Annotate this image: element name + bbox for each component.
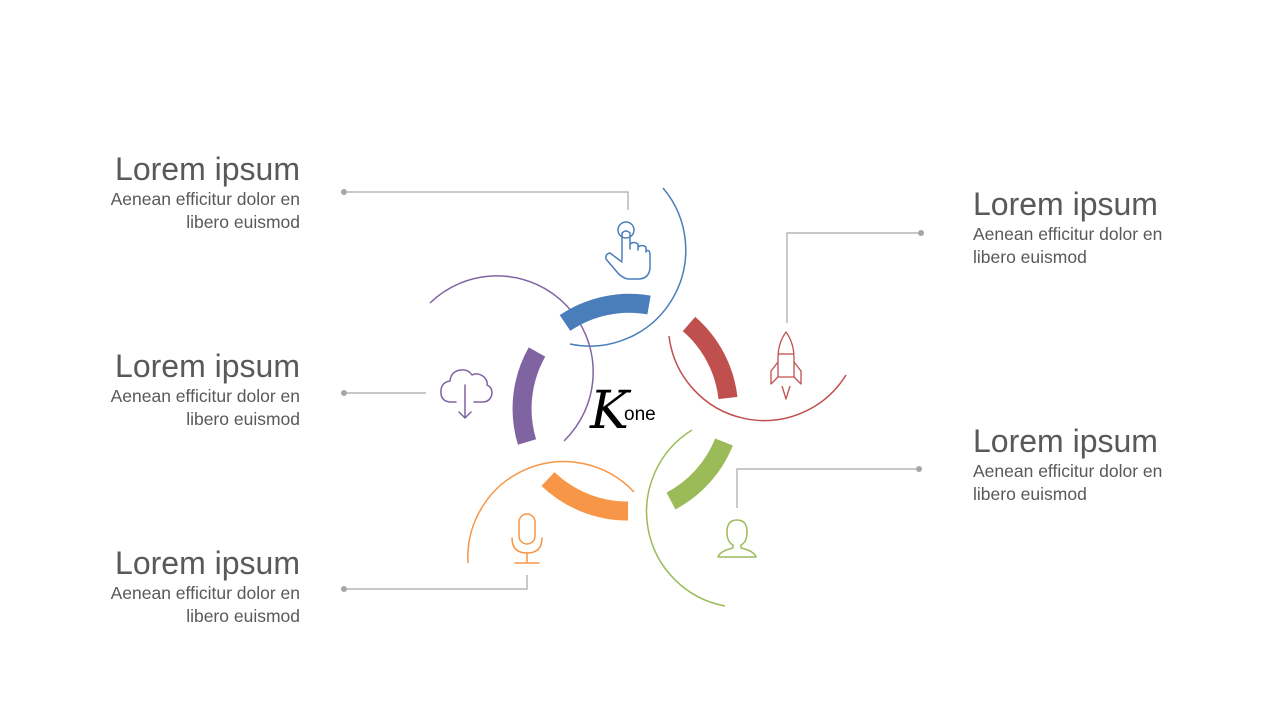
- touch-hand-icon: [605, 221, 651, 280]
- user-icon: [717, 519, 757, 558]
- arc-outer-orange: [467, 460, 635, 564]
- arc-outer-blue: [569, 187, 687, 347]
- connector-5: [736, 468, 919, 508]
- center-logo: K one: [589, 381, 656, 441]
- connector-3: [344, 575, 528, 590]
- arc-outer-red: [668, 335, 847, 422]
- rocket-icon: [770, 331, 802, 400]
- connector-dots: [341, 189, 924, 592]
- microphone-icon: [511, 513, 543, 564]
- cloud-download-icon: [440, 369, 493, 419]
- item-title: Lorem ipsum: [115, 545, 300, 581]
- arc-outer-purple: [429, 275, 594, 442]
- connector-4: [786, 232, 921, 323]
- arc-inner-purple: [512, 347, 546, 445]
- connector-dot: [918, 230, 924, 236]
- connector-dot: [341, 586, 347, 592]
- connector-dot: [341, 189, 347, 195]
- outer-arcs: [429, 187, 847, 607]
- connector-dot: [341, 390, 347, 396]
- logo-text: one: [624, 404, 656, 425]
- item-title: Lorem ipsum: [973, 423, 1158, 459]
- connector-1: [344, 191, 629, 210]
- item-title: Lorem ipsum: [973, 186, 1158, 222]
- arc-inner-orange: [541, 471, 629, 521]
- arc-inner-blue: [559, 293, 651, 332]
- connector-lines: [344, 191, 921, 590]
- inner-arcs: [512, 293, 738, 521]
- arc-inner-green: [666, 438, 733, 510]
- arc-inner-red: [682, 316, 738, 400]
- logo-letter: K: [589, 381, 632, 441]
- arc-outer-green: [645, 429, 726, 607]
- item-title: Lorem ipsum: [115, 151, 300, 187]
- item-title: Lorem ipsum: [115, 348, 300, 384]
- connector-dot: [916, 466, 922, 472]
